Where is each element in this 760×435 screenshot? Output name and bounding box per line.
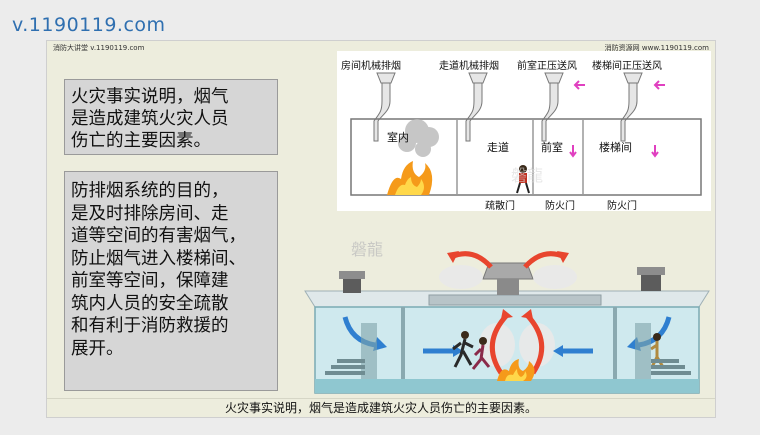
exhaust-duct <box>428 294 602 306</box>
left-roof-fan-icon <box>339 271 365 293</box>
logo-watermark-bottom: 磐龍 <box>351 240 383 259</box>
purpose-line: 防排烟系统的目的， <box>71 181 229 201</box>
building-svg: 磐龍 <box>304 240 710 394</box>
anteroom-intake-arrow-icon <box>573 80 585 90</box>
fact-line: 是造成建筑火灾人员 <box>71 109 229 129</box>
site-watermark: v.1190119.com <box>12 14 166 36</box>
smoke-control-schematic: 房间机械排烟 走道机械排烟 前室正压送风 楼梯间正压送风 <box>337 51 711 212</box>
right-door <box>635 323 651 379</box>
stair-pressure-label: 楼梯间正压送风 <box>592 59 662 72</box>
running-person-icon <box>516 165 530 194</box>
stair-fan-icon <box>620 72 643 142</box>
left-stairs-icon <box>325 359 365 375</box>
logo-watermark-top: 磐龍 <box>511 166 543 185</box>
room-label: 室内 <box>387 130 409 144</box>
floor-slab <box>315 379 699 393</box>
fact-line: 伤亡的主要因素。 <box>71 131 211 151</box>
smoke-wisps-icon <box>439 265 577 367</box>
anteroom-fan-icon <box>541 72 564 142</box>
building-outline <box>350 118 702 196</box>
purpose-line: 展开。 <box>71 338 124 359</box>
corridor-exhaust-label: 走道机械排烟 <box>439 59 499 72</box>
right-inner-wall <box>613 307 617 379</box>
building-illustration: 磐龍 <box>301 233 713 401</box>
exhaust-arrowheads-icon <box>447 251 569 319</box>
purpose-line: 道等空间的有害烟气， <box>71 226 246 246</box>
corridor-exhaust-fan-icon <box>465 72 488 142</box>
purpose-text-box: 防排烟系统的目的， 是及时排除房间、走 道等空间的有害烟气， 防止烟气进入楼梯间… <box>64 171 278 391</box>
fire-icon <box>497 359 535 381</box>
center-exhaust-fan-icon <box>482 262 534 295</box>
fact-line: 火灾事实说明，烟气 <box>71 87 229 107</box>
slide-caption: 火灾事实说明，烟气是造成建筑火灾人员伤亡的主要因素。 <box>47 398 715 417</box>
anteroom-label: 前室 <box>541 140 563 154</box>
purpose-line: 防止烟气进入楼梯间、 <box>71 248 246 269</box>
purpose-line: 和有利于消防救援的 <box>71 316 229 336</box>
left-door <box>361 323 377 379</box>
running-people-icon <box>452 331 491 370</box>
smoke-cloud-icon <box>398 119 439 157</box>
schematic-svg: 房间机械排烟 走道机械排烟 前室正压送风 楼梯间正压送风 <box>341 59 702 212</box>
header-left-text: 消防大讲堂 v.1190119.com <box>53 44 145 52</box>
left-inner-wall <box>401 307 405 379</box>
anteroom-pressure-label: 前室正压送风 <box>517 59 577 72</box>
corridor-label: 走道 <box>487 140 509 154</box>
room-exhaust-fan-icon <box>373 72 396 142</box>
slide: 消防大讲堂 v.1190119.com 消防资源网 www.1190119.co… <box>46 40 716 418</box>
header-right-text: 消防资源网 www.1190119.com <box>604 44 709 52</box>
fire-door-1-label: 防火门 <box>545 199 575 211</box>
purpose-line: 筑内人员的安全疏散 <box>71 293 229 314</box>
fire-icon <box>387 161 433 195</box>
fire-door-2-label: 防火门 <box>607 199 637 211</box>
stairwell-label: 楼梯间 <box>599 140 632 154</box>
stair-intake-arrow-icon <box>653 80 665 90</box>
anteroom-down-arrow-icon <box>569 145 577 158</box>
purpose-line: 前室等空间，保障建 <box>71 271 229 291</box>
evac-door-label: 疏散门 <box>485 199 515 211</box>
fact-text-box: 火灾事实说明，烟气 是造成建筑火灾人员 伤亡的主要因素。 <box>64 79 278 155</box>
stair-down-arrow-icon <box>651 145 659 158</box>
room-exhaust-label: 房间机械排烟 <box>341 59 401 72</box>
right-roof-fan-icon <box>637 267 665 291</box>
purpose-line: 是及时排除房间、走 <box>71 203 229 224</box>
right-stairs-icon <box>651 359 691 375</box>
